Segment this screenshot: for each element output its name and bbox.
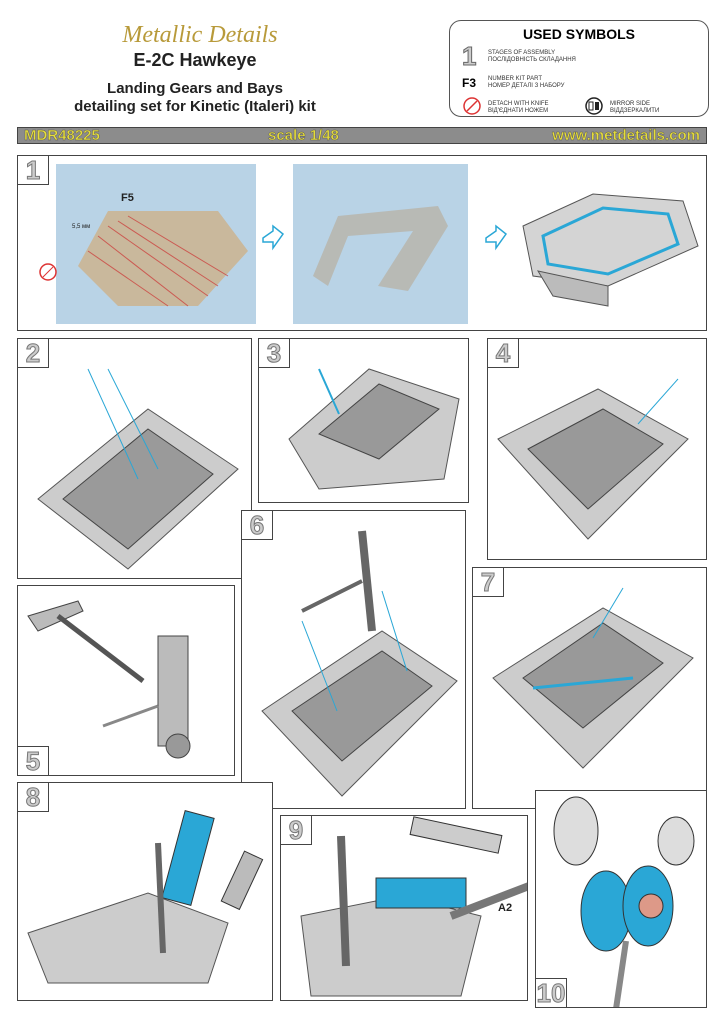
step-number: 3: [259, 339, 290, 368]
model-title: E-2C Hawkeye: [133, 50, 257, 70]
step-1-panel: 1 F5 5,5 мм: [17, 155, 707, 331]
step-4-panel: 4: [487, 338, 707, 560]
step-number: 2: [18, 339, 49, 368]
step-9-illustration: [300, 816, 527, 997]
step-7-panel: 7: [472, 567, 707, 809]
part-number-icon: F3: [462, 76, 477, 90]
knife-ua: ВІД'ЄДНАТИ НОЖЕМ: [488, 108, 549, 114]
mirror-en: MIRROR SIDE: [610, 101, 651, 107]
step-number: 4: [488, 339, 519, 368]
step-10-illustration: [553, 796, 695, 1007]
step-3-illustration: [288, 368, 460, 490]
part-en: NUMBER KIT PART: [488, 76, 543, 82]
step-6-panel: 6: [241, 510, 466, 809]
part-a2-label: A2: [498, 902, 513, 914]
arrow-icon: [262, 224, 285, 251]
step-9-panel: 9 A2: [280, 815, 528, 1001]
step-number: 7: [473, 568, 504, 597]
step-10-panel: 10: [535, 790, 707, 1008]
step-6-illustration: [261, 530, 458, 797]
scale-label: scale 1/48: [268, 127, 339, 144]
product-code: MDR48225: [24, 127, 100, 144]
knife-icon: [39, 263, 57, 281]
step-2-panel: 2: [17, 338, 252, 579]
step-number: 10: [536, 978, 567, 1008]
step-5-panel: 5: [17, 585, 235, 776]
stage-number-icon: 1: [461, 41, 477, 72]
knife-icon: [463, 97, 481, 115]
knife-en: DETACH WITH KNIFE: [488, 101, 549, 107]
step-2-illustration: [37, 368, 239, 570]
step-number: 1: [18, 156, 49, 185]
step-8-illustration: [27, 810, 264, 984]
subtitle-line-1: Landing Gears and Bays: [107, 80, 283, 97]
step-8-panel: 8: [17, 782, 273, 1001]
mirror-ua: ВІДДЗЕРКАЛИТИ: [610, 108, 660, 114]
stage-en: STAGES OF ASSEMBLY: [488, 50, 556, 56]
step-number: 9: [281, 816, 312, 845]
mirror-icon: [585, 97, 603, 115]
step-number: 8: [18, 783, 49, 812]
measurement-label: 5,5 мм: [72, 224, 91, 230]
part-ua: НОМЕР ДЕТАЛІ З НАБОРУ: [488, 83, 565, 89]
step-1-illustration: [39, 164, 699, 324]
website-link[interactable]: www.metdetails.com: [552, 127, 700, 144]
arrow-icon: [485, 224, 508, 251]
step-3-panel: 3: [258, 338, 469, 503]
step-number: 6: [242, 511, 273, 540]
step-5-illustration: [27, 600, 191, 759]
info-bar: MDR48225 scale 1/48 www.metdetails.com: [17, 127, 707, 144]
symbols-title: USED SYMBOLS: [522, 26, 635, 42]
step-number: 5: [18, 746, 49, 775]
step-7-illustration: [492, 587, 694, 769]
stage-ua: ПОСЛІДОВНІСТЬ СКЛАДАННЯ: [488, 57, 576, 63]
subtitle-line-2: detailing set for Kinetic (Italeri) kit: [74, 98, 316, 115]
part-f5-label: F5: [121, 192, 134, 204]
brand-logo: Metallic Details: [122, 22, 278, 48]
step-4-illustration: [497, 378, 689, 540]
